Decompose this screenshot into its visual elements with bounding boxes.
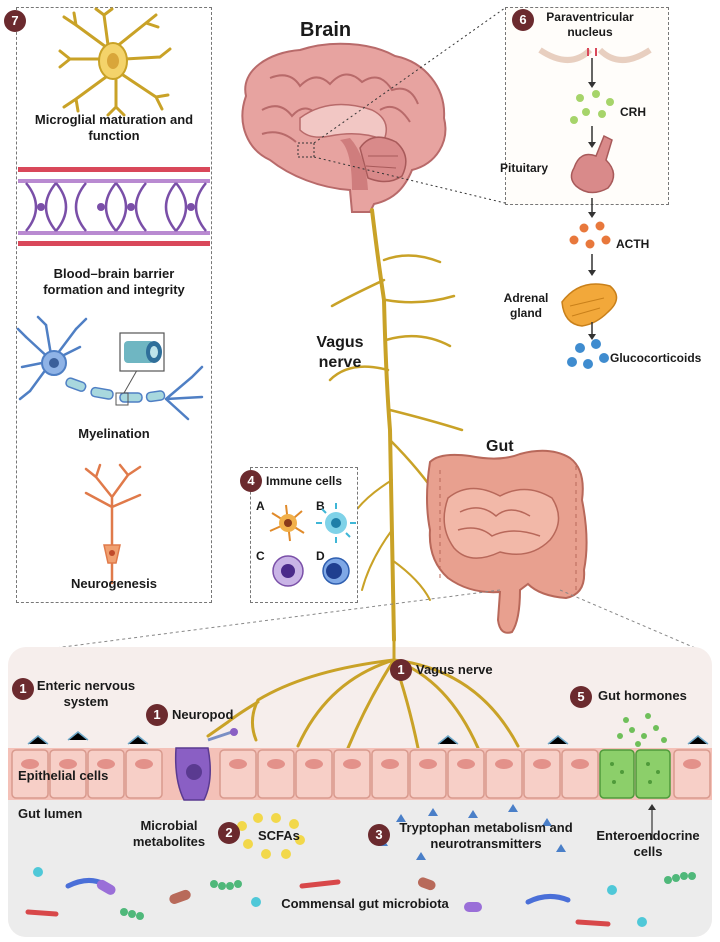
- gut-icon: [426, 449, 588, 634]
- label-pituitary: Pituitary: [500, 161, 549, 175]
- microglia-cell-icon: [58, 7, 172, 117]
- label-gut-hormones: Gut hormones: [598, 688, 687, 703]
- main-illustration: [39, 7, 701, 651]
- label-vagus-nerve-main: Vagus nerve: [316, 334, 364, 371]
- label-myelination: Myelination: [78, 426, 150, 441]
- glucocorticoid-molecules: [567, 339, 609, 369]
- blood-brain-barrier-icon: [18, 167, 210, 246]
- vagus-nerve-branches: [206, 640, 520, 750]
- brain-icon: [241, 42, 447, 213]
- gut-wall-illustration: [8, 640, 712, 927]
- label-gut: Gut: [486, 438, 514, 455]
- label-immune-d: D: [316, 549, 325, 563]
- label-tryptophan: Tryptophan metabolism and neurotransmitt…: [399, 820, 573, 851]
- label-glucocorticoids: Glucocorticoids: [610, 351, 702, 365]
- badge-1-ens: 1: [12, 678, 34, 700]
- scfa-molecules: [237, 813, 305, 859]
- immune-cell-a-icon: [269, 504, 305, 542]
- badge-1-neuropod: 1: [146, 704, 168, 726]
- adrenal-gland-icon: [561, 283, 618, 327]
- label-immune-cells: Immune cells: [266, 474, 343, 488]
- label-vagus-nerve-gut: Vagus nerve: [416, 662, 493, 677]
- new-neuron-icon: [84, 463, 142, 585]
- label-adrenal: Adrenal gland: [503, 291, 549, 320]
- label-epithelial-cells: Epithelial cells: [18, 768, 109, 783]
- badge-6: 6: [512, 9, 534, 31]
- badge-2: 2: [218, 822, 240, 844]
- label-immune-b: B: [316, 499, 325, 513]
- microbiota-icons: [25, 867, 696, 927]
- enteroendocrine-cells: [599, 749, 671, 799]
- label-brain: Brain: [300, 19, 352, 41]
- label-gut-lumen: Gut lumen: [18, 806, 83, 821]
- label-pvn: Paraventricular nucleus: [546, 10, 634, 39]
- myelinated-neuron-icon: [16, 315, 204, 421]
- badge-4: 4: [240, 470, 262, 492]
- immune-cell-b-icon: [316, 503, 356, 543]
- vagus-nerve-trunk: [328, 208, 472, 642]
- label-scfas: SCFAs: [258, 828, 300, 843]
- label-immune-c: C: [256, 549, 265, 563]
- enteric-neurons: [27, 731, 709, 745]
- label-acth: ACTH: [616, 237, 650, 251]
- panel-brain-development: [16, 7, 212, 603]
- badge-1-vagus: 1: [390, 659, 412, 681]
- badge-3: 3: [368, 824, 390, 846]
- label-neuropod: Neuropod: [172, 707, 234, 722]
- immune-cells-illustration: [269, 503, 356, 587]
- crh-molecules: [570, 90, 614, 124]
- label-enteroendocrine-cells: Enteroendocrine cells: [596, 828, 700, 859]
- myelin-sheath: [65, 377, 166, 403]
- panel7-illustrations: [16, 7, 210, 585]
- epithelial-layer: [8, 713, 712, 801]
- label-bbb: Blood–brain barrier formation and integr…: [43, 266, 185, 297]
- hpa-illustration: [538, 47, 652, 369]
- microglia-nucleus: [107, 53, 119, 69]
- label-microbial-metabolites: Microbial metabolites: [132, 818, 206, 849]
- label-commensal-microbiota: Commensal gut microbiota: [281, 896, 449, 911]
- badge-5: 5: [570, 686, 592, 708]
- gut-hormone-granules: [617, 713, 667, 747]
- label-crh: CRH: [620, 105, 646, 119]
- acth-molecules: [569, 221, 611, 249]
- label-immune-a: A: [256, 499, 265, 513]
- label-microglia: Microglial maturation and function: [34, 112, 194, 143]
- pituitary-icon: [570, 134, 615, 194]
- label-enteric-nervous-system: Enteric nervous system: [36, 678, 136, 709]
- badge-7: 7: [4, 10, 26, 32]
- label-neurogenesis: Neurogenesis: [71, 576, 157, 591]
